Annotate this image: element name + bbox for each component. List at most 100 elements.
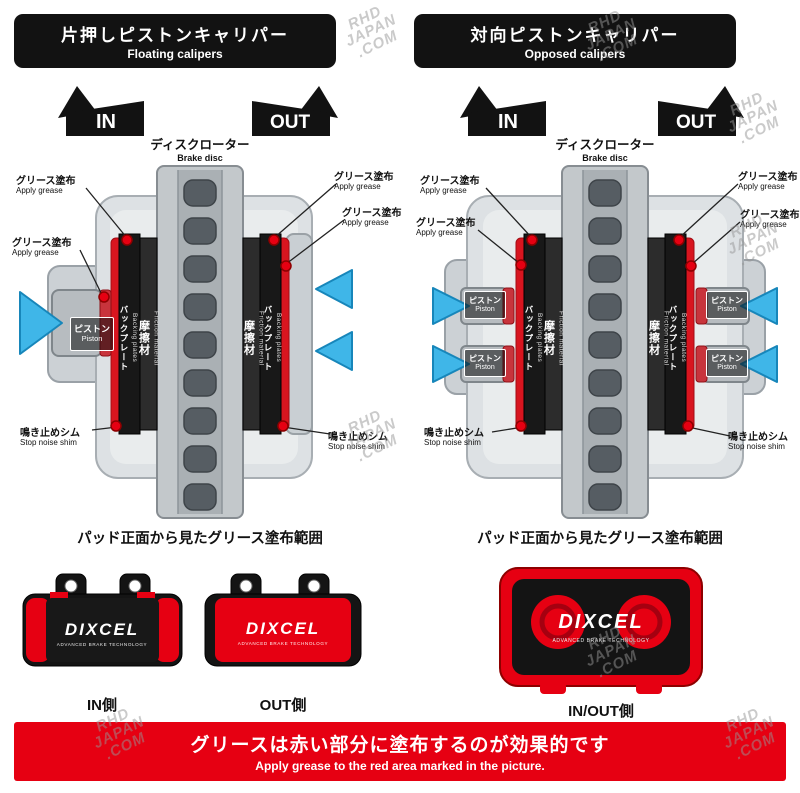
friction-material-text: 摩擦材 Friction material bbox=[542, 252, 565, 424]
outer-brake-pad bbox=[242, 233, 290, 435]
shim-label-jp: 鳴き止めシム bbox=[20, 428, 80, 439]
disc-label: ディスクローター Brake disc bbox=[130, 134, 270, 163]
shim-callout: 鳴き止めシム Stop noise shim bbox=[424, 428, 504, 448]
grease-label-jp: グリース塗布 bbox=[334, 172, 394, 183]
friction-label-jp: 摩擦材 bbox=[542, 320, 555, 356]
in-arrow: IN bbox=[460, 86, 546, 136]
piston-label-en: Piston bbox=[475, 305, 495, 313]
in-arrow: IN bbox=[58, 86, 144, 136]
grease-callout: グリース塗布 Apply grease bbox=[12, 238, 82, 258]
leader-lines bbox=[477, 183, 741, 437]
friction-label-jp: 摩擦材 bbox=[242, 320, 255, 356]
grease-label-en: Apply grease bbox=[16, 186, 63, 195]
friction-label-en: Friction material bbox=[152, 310, 160, 366]
pad-out-shape bbox=[204, 573, 362, 667]
friction-label-en: Friction material bbox=[662, 310, 670, 366]
friction-label-en: Friction material bbox=[257, 310, 265, 366]
header-title-en: Opposed calipers bbox=[524, 47, 626, 61]
banner-text-jp: グリースは赤い部分に塗布するのが効果的です bbox=[190, 735, 610, 756]
rotor-vents bbox=[183, 179, 217, 511]
shim-label-en: Stop noise shim bbox=[424, 438, 481, 447]
force-arrows bbox=[19, 269, 353, 371]
shim-label-jp: 鳴き止めシム bbox=[328, 432, 388, 443]
bottom-banner: グリースは赤い部分に塗布するのが効果的です Apply grease to th… bbox=[14, 722, 786, 781]
brand-tagline: ADVANCED BRAKE TECHNOLOGY bbox=[552, 638, 649, 644]
disc-label: ディスクローター Brake disc bbox=[535, 134, 675, 163]
piston-label-jp: ピストン bbox=[711, 295, 743, 305]
shim-label-jp: 鳴き止めシム bbox=[424, 428, 484, 439]
pad-front-in: DIXCEL ADVANCED BRAKE TECHNOLOGY bbox=[22, 573, 183, 667]
backing-label-jp: バックプレート bbox=[119, 304, 129, 372]
brand-logo: DIXCEL bbox=[65, 620, 139, 639]
backing-label-jp: バックプレート bbox=[668, 304, 678, 372]
pad-inout-shape bbox=[499, 567, 703, 694]
grease-label-jp: グリース塗布 bbox=[416, 218, 476, 229]
inner-brake-pad bbox=[110, 233, 158, 435]
grease-callout: グリース塗布 Apply grease bbox=[16, 176, 86, 196]
pad-label-inout: IN/OUT側 bbox=[568, 703, 634, 720]
disc-label-jp: ディスクローター bbox=[555, 138, 655, 152]
brand-tagline: ADVANCED BRAKE TECHNOLOGY bbox=[57, 642, 147, 647]
in-arrow-label: IN bbox=[96, 111, 116, 133]
grease-label-en: Apply grease bbox=[738, 182, 785, 191]
in-arrow-label: IN bbox=[498, 111, 518, 133]
pad-label-out: OUT側 bbox=[259, 697, 307, 714]
shim-label-jp: 鳴き止めシム bbox=[728, 432, 788, 443]
out-arrow-label: OUT bbox=[676, 112, 717, 133]
header-title-jp: 片押しピストンキャリパー bbox=[61, 26, 289, 45]
grease-callout: グリース塗布 Apply grease bbox=[420, 176, 490, 196]
backing-plate-text: バックプレート Backing plates bbox=[261, 248, 283, 428]
friction-label-jp: 摩擦材 bbox=[647, 320, 660, 356]
grease-label-jp: グリース塗布 bbox=[740, 210, 800, 221]
grease-callout: グリース塗布 Apply grease bbox=[738, 172, 800, 192]
shim-label-en: Stop noise shim bbox=[728, 442, 785, 451]
friction-label-en: Friction material bbox=[557, 310, 565, 366]
disc-label-en: Brake disc bbox=[582, 153, 628, 163]
opposed-caliper-diagram bbox=[432, 165, 778, 519]
brand-tagline: ADVANCED BRAKE TECHNOLOGY bbox=[238, 641, 328, 646]
grease-label-jp: グリース塗布 bbox=[12, 238, 72, 249]
friction-material-text: 摩擦材 Friction material bbox=[242, 252, 265, 424]
brake-rotor bbox=[156, 165, 244, 519]
grease-label-en: Apply grease bbox=[334, 182, 381, 191]
out-arrow: OUT bbox=[658, 86, 744, 136]
piston-callout: ピストン Piston bbox=[706, 291, 748, 319]
header-title-jp: 対向ピストンキャリパー bbox=[470, 26, 680, 45]
leader-lines bbox=[79, 183, 345, 435]
piston-label-jp: ピストン bbox=[73, 323, 110, 334]
piston-callout: ピストン Piston bbox=[70, 317, 114, 351]
piston-callout: ピストン Piston bbox=[464, 291, 506, 319]
piston-label-en: Piston bbox=[475, 363, 495, 371]
grease-callout: グリース塗布 Apply grease bbox=[334, 172, 404, 192]
pad-label-in: IN側 bbox=[86, 697, 117, 714]
shim-label-en: Stop noise shim bbox=[328, 442, 385, 451]
disc-label-en: Brake disc bbox=[177, 153, 223, 163]
piston-label-en: Piston bbox=[717, 363, 737, 371]
pad-front-inout: DIXCEL ADVANCED BRAKE TECHNOLOGY bbox=[499, 567, 703, 694]
banner-text-en: Apply grease to the red area marked in t… bbox=[255, 759, 545, 773]
force-arrows bbox=[432, 287, 778, 383]
backing-label-jp: バックプレート bbox=[263, 304, 273, 372]
brand-logo: DIXCEL bbox=[558, 611, 643, 633]
rotor-vents bbox=[588, 179, 622, 511]
header-title-en: Floating calipers bbox=[127, 47, 223, 61]
brand-logo: DIXCEL bbox=[246, 619, 320, 638]
floating-caliper-diagram bbox=[19, 165, 353, 519]
piston-label-jp: ピストン bbox=[469, 295, 501, 305]
grease-label-jp: グリース塗布 bbox=[342, 208, 402, 219]
piston-label-en: Piston bbox=[717, 305, 737, 313]
disc-label-jp: ディスクローター bbox=[150, 138, 250, 152]
shim-callout: 鳴き止めシム Stop noise shim bbox=[328, 432, 408, 452]
backing-label-en: Backing plates bbox=[131, 313, 138, 363]
friction-material-text: 摩擦材 Friction material bbox=[647, 252, 670, 424]
grease-label-en: Apply grease bbox=[342, 218, 389, 227]
piston-label-jp: ピストン bbox=[469, 353, 501, 363]
brake-rotor bbox=[561, 165, 649, 519]
pad-front-out: DIXCEL ADVANCED BRAKE TECHNOLOGY bbox=[204, 573, 362, 667]
pad-section-heading: パッド正面から見たグリース塗布範囲 bbox=[77, 531, 323, 547]
backing-label-en: Backing plates bbox=[275, 313, 282, 363]
grease-label-en: Apply grease bbox=[12, 248, 59, 257]
friction-label-jp: 摩擦材 bbox=[137, 320, 150, 356]
out-arrow: OUT bbox=[252, 86, 338, 136]
